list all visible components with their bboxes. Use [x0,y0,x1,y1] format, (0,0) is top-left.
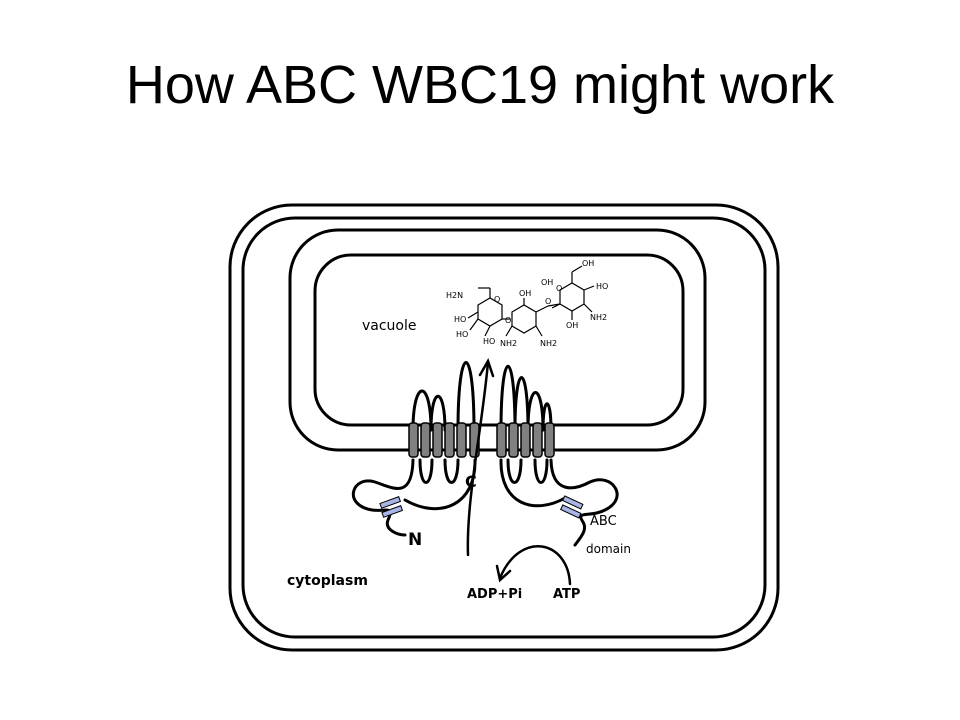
chem-ho-3: HO [483,337,495,346]
adp-label: ADP+Pi [467,587,522,602]
chem-oh-3: OH [566,321,578,330]
sugar-ring-3 [559,282,585,312]
chem-nh2-1: NH2 [500,339,517,348]
slide-title: How ABC WBC19 might work [125,55,835,115]
transport-arrow [466,360,490,557]
cytoplasm-label: cytoplasm [287,573,368,589]
chem-ho-1: HO [454,315,466,324]
domain-label: domain [586,542,631,556]
abc-domain-right [499,458,619,547]
tonoplast-inner [313,253,685,427]
tonoplast-outer [288,228,707,452]
transport-arrowhead [478,357,495,378]
abc-label: ABC [590,514,617,529]
transmembrane-helices [408,422,555,458]
chem-h2n: H2N [446,291,463,300]
transmembrane-loops [411,361,553,484]
chem-o-4: O [556,284,562,293]
vacuole-label: vacuole [362,318,417,334]
chem-ho-2: HO [456,330,468,339]
chem-nh2-2: NH2 [540,339,557,348]
atp-hydrolysis-arrow [498,545,572,586]
chem-o-2: O [505,316,511,325]
n-terminus-label: N [408,530,422,550]
atp-label: ATP [553,587,580,602]
chem-ho-4: HO [596,282,608,291]
chem-o-1: O [494,295,500,304]
plasma-membrane [241,216,767,639]
chem-oh-4: OH [541,278,553,287]
aminoglycoside-molecule: H2N HO HO HO O O OH NH2 NH2 O O OH HO NH… [446,259,608,348]
chem-oh-2: OH [582,259,594,268]
chem-o-3: O [545,297,551,306]
atp-hydrolysis-arrowhead [495,564,512,583]
c-terminus-label: C [465,472,477,491]
abc-motifs [379,495,584,519]
cell-wall-outer [228,203,780,652]
chem-oh-1: OH [519,289,531,298]
chem-nh2-3: NH2 [590,313,607,322]
cyclitol-ring [511,304,537,334]
